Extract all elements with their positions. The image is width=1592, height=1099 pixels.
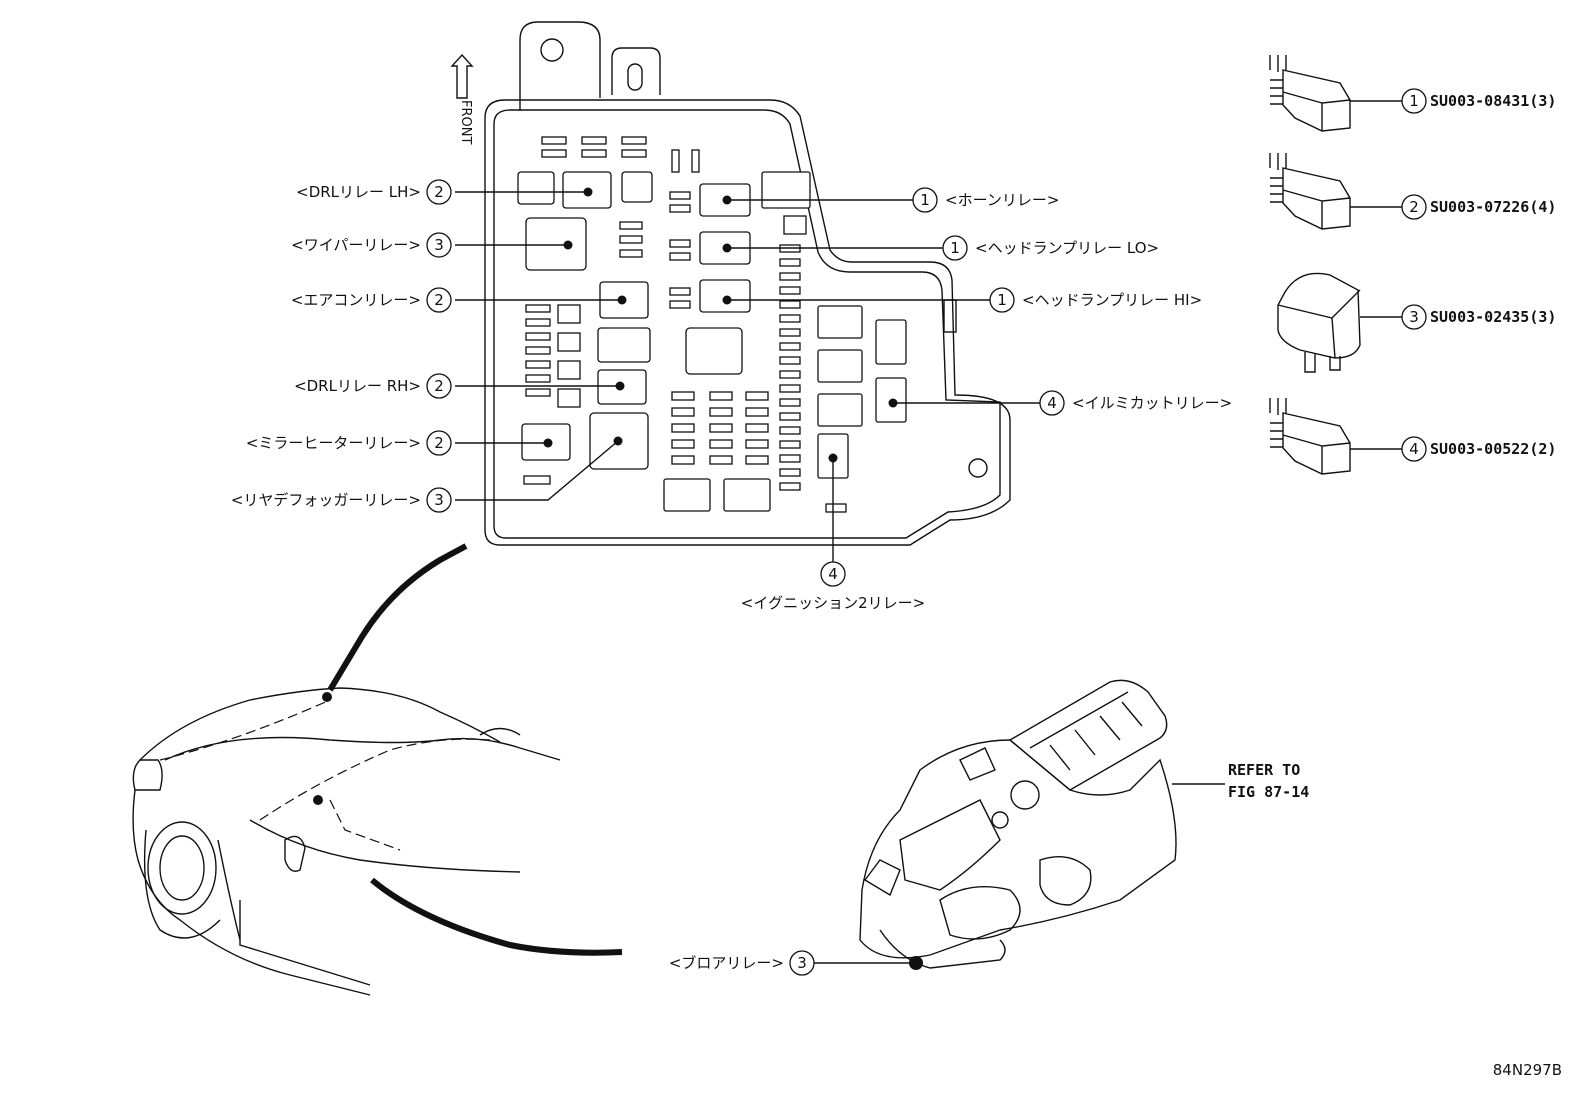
callout-num: 4 — [1047, 394, 1057, 412]
relay-small-icon — [1269, 153, 1351, 230]
callout-num: 3 — [434, 236, 444, 254]
callout-label: <イルミカットリレー> — [1072, 394, 1232, 412]
refer-line1: REFER TO — [1228, 761, 1300, 779]
relay-large-icon — [1277, 272, 1361, 373]
callout-headlamp-lo: 1 <ヘッドランプリレー LO> — [722, 235, 1159, 261]
callout-num: 2 — [434, 434, 444, 452]
car-front-illustration — [132, 543, 623, 996]
callout-horn: 1 <ホーンリレー> — [722, 187, 1059, 213]
callout-wiper: 3 <ワイパーリレー> — [291, 232, 573, 258]
callout-illumi-cut: 4 <イルミカットリレー> — [888, 390, 1232, 416]
callout-label: <DRLリレー RH> — [294, 377, 421, 395]
callout-num: 4 — [828, 565, 838, 583]
callout-label: <ワイパーリレー> — [291, 236, 421, 254]
part-num: 1 — [1409, 92, 1419, 110]
callout-num: 3 — [797, 954, 807, 972]
refer-note: REFER TO FIG 87-14 — [1172, 761, 1309, 801]
refer-line2: FIG 87-14 — [1228, 783, 1309, 801]
relay-box — [484, 21, 1011, 546]
callout-drl-lh: 2 <DRLリレー LH> — [296, 179, 593, 205]
front-label: FRONT — [458, 100, 473, 144]
callout-num: 3 — [434, 491, 444, 509]
callout-label: <ブロアリレー> — [669, 954, 784, 972]
callout-label: <ミラーヒーターリレー> — [246, 434, 421, 452]
callout-label: <ヘッドランプリレー HI> — [1022, 291, 1202, 309]
callout-label: <イグニッション2リレー> — [741, 594, 925, 612]
callout-num: 1 — [997, 291, 1007, 309]
parts-legend: 1 SU003-08431(3) 2 SU003-07226(4) 3 SU00… — [1269, 55, 1556, 475]
callout-rear-defogger: 3 <リヤデフォッガーリレー> — [231, 436, 623, 513]
relay-small-icon — [1269, 398, 1351, 475]
hvac-blower-assembly — [859, 679, 1177, 970]
callout-label: <エアコンリレー> — [291, 291, 421, 309]
part-number: SU003-00522(2) — [1430, 440, 1556, 458]
callout-headlamp-hi: 1 <ヘッドランプリレー HI> — [722, 287, 1202, 313]
part-num: 4 — [1409, 440, 1419, 458]
callout-drl-rh: 2 <DRLリレー RH> — [294, 373, 625, 399]
callout-num: 2 — [434, 183, 444, 201]
part-num: 3 — [1409, 308, 1419, 326]
callout-num: 1 — [950, 239, 960, 257]
part-num: 2 — [1409, 198, 1419, 216]
figure-id: 84N297B — [1493, 1061, 1562, 1079]
relay-small-icon — [1269, 55, 1351, 132]
callout-mirror-heater: 2 <ミラーヒーターリレー> — [246, 430, 553, 456]
part-number: SU003-02435(3) — [1430, 308, 1556, 326]
callout-label: <DRLリレー LH> — [296, 183, 421, 201]
callout-label: <ヘッドランプリレー LO> — [975, 239, 1159, 257]
callout-blower: 3 <ブロアリレー> — [669, 950, 916, 976]
callout-num: 2 — [434, 377, 444, 395]
callout-aircon: 2 <エアコンリレー> — [291, 287, 627, 313]
part-number: SU003-08431(3) — [1430, 92, 1556, 110]
callout-num: 2 — [434, 291, 444, 309]
part-number: SU003-07226(4) — [1430, 198, 1556, 216]
callout-label: <ホーンリレー> — [945, 191, 1059, 209]
callout-label: <リヤデフォッガーリレー> — [231, 491, 421, 509]
front-arrow: FRONT — [450, 53, 474, 144]
callout-num: 1 — [920, 191, 930, 209]
callout-ignition2: 4 <イグニッション2リレー> — [741, 453, 925, 612]
